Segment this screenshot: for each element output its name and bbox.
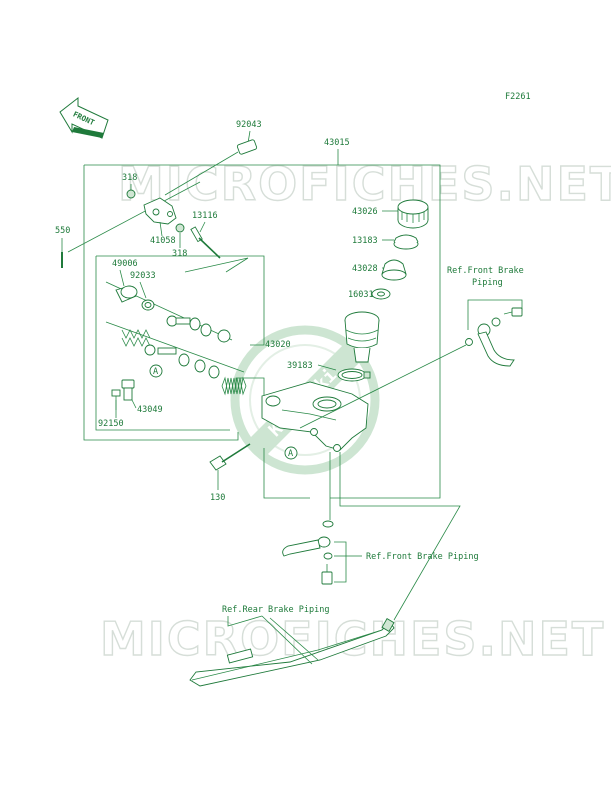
clevis-41058 <box>143 197 177 225</box>
spring-row2 <box>121 329 220 379</box>
part-label-318-right: 318 <box>172 249 187 259</box>
part-label-16031: 16031 <box>348 290 374 300</box>
push-rod-13116 <box>190 226 221 259</box>
washer-bottom-2 <box>323 552 333 560</box>
bolt-130 <box>209 443 251 471</box>
part-label-49006: 49006 <box>112 259 138 269</box>
nut-318-right <box>175 223 185 233</box>
ref-front-brake-bottom: Ref.Front Brake Piping <box>366 552 479 562</box>
ref-rear-brake: Ref.Rear Brake Piping <box>222 605 329 615</box>
part-label-550: 550 <box>55 226 70 236</box>
reservoir-cap-43026 <box>397 199 429 229</box>
part-label-92043: 92043 <box>236 120 262 130</box>
nut-318-top <box>126 189 136 199</box>
master-cylinder-body <box>261 381 369 452</box>
part-label-130: 130 <box>210 493 225 503</box>
part-label-43049: 43049 <box>137 405 163 415</box>
banjo-fitting-front-top <box>477 317 515 367</box>
part-label-13116: 13116 <box>192 211 218 221</box>
circlip-92033 <box>141 299 155 311</box>
part-label-13183: 13183 <box>352 236 378 246</box>
marker-a-left-text: A <box>153 367 158 377</box>
part-label-43026: 43026 <box>352 207 378 217</box>
part-label-92033: 92033 <box>130 271 156 281</box>
screw-92150 <box>111 389 121 410</box>
part-label-43020: 43020 <box>265 340 291 350</box>
marker-a-right-text: A <box>288 449 293 459</box>
boot-49006 <box>115 285 138 303</box>
bleeder-43049 <box>121 379 135 401</box>
ref-front-brake-top-2: Piping <box>472 278 503 288</box>
part-label-92150: 92150 <box>98 419 124 429</box>
ref-front-brake-top: Ref.Front Brake <box>447 266 524 276</box>
washer-front-top <box>465 338 473 346</box>
clamp-39183 <box>337 368 371 382</box>
kit-box-43020 <box>96 255 265 346</box>
figure-code: F2261 <box>505 92 531 102</box>
watermark-bottom: MICROFICHES.NET <box>100 612 605 666</box>
spring-main <box>221 376 247 396</box>
part-label-41058: 41058 <box>150 236 176 246</box>
plate-13183 <box>393 234 419 250</box>
pin-92043 <box>164 139 258 196</box>
washer-bottom-1 <box>322 520 334 528</box>
bolt-bottom <box>321 564 333 585</box>
part-label-43015: 43015 <box>324 138 350 148</box>
reservoir <box>344 311 380 363</box>
watermark-top: MICROFICHES.NET <box>118 157 611 211</box>
rear-brake-pipe <box>189 615 395 687</box>
banjo-bottom <box>282 536 331 557</box>
diaphragm-43028 <box>381 259 407 281</box>
marker-a-left <box>149 364 163 378</box>
part-label-318-top: 318 <box>122 173 137 183</box>
assembly-box-main <box>84 164 441 499</box>
part-label-39183: 39183 <box>287 361 313 371</box>
part-label-43028: 43028 <box>352 264 378 274</box>
piston-parts-row1 <box>166 315 231 343</box>
marker-a-right <box>284 446 298 460</box>
front-arrow-icon: FRONT <box>59 96 109 139</box>
ring-16031 <box>371 288 391 300</box>
banjo-bolt-front-top <box>503 307 523 317</box>
